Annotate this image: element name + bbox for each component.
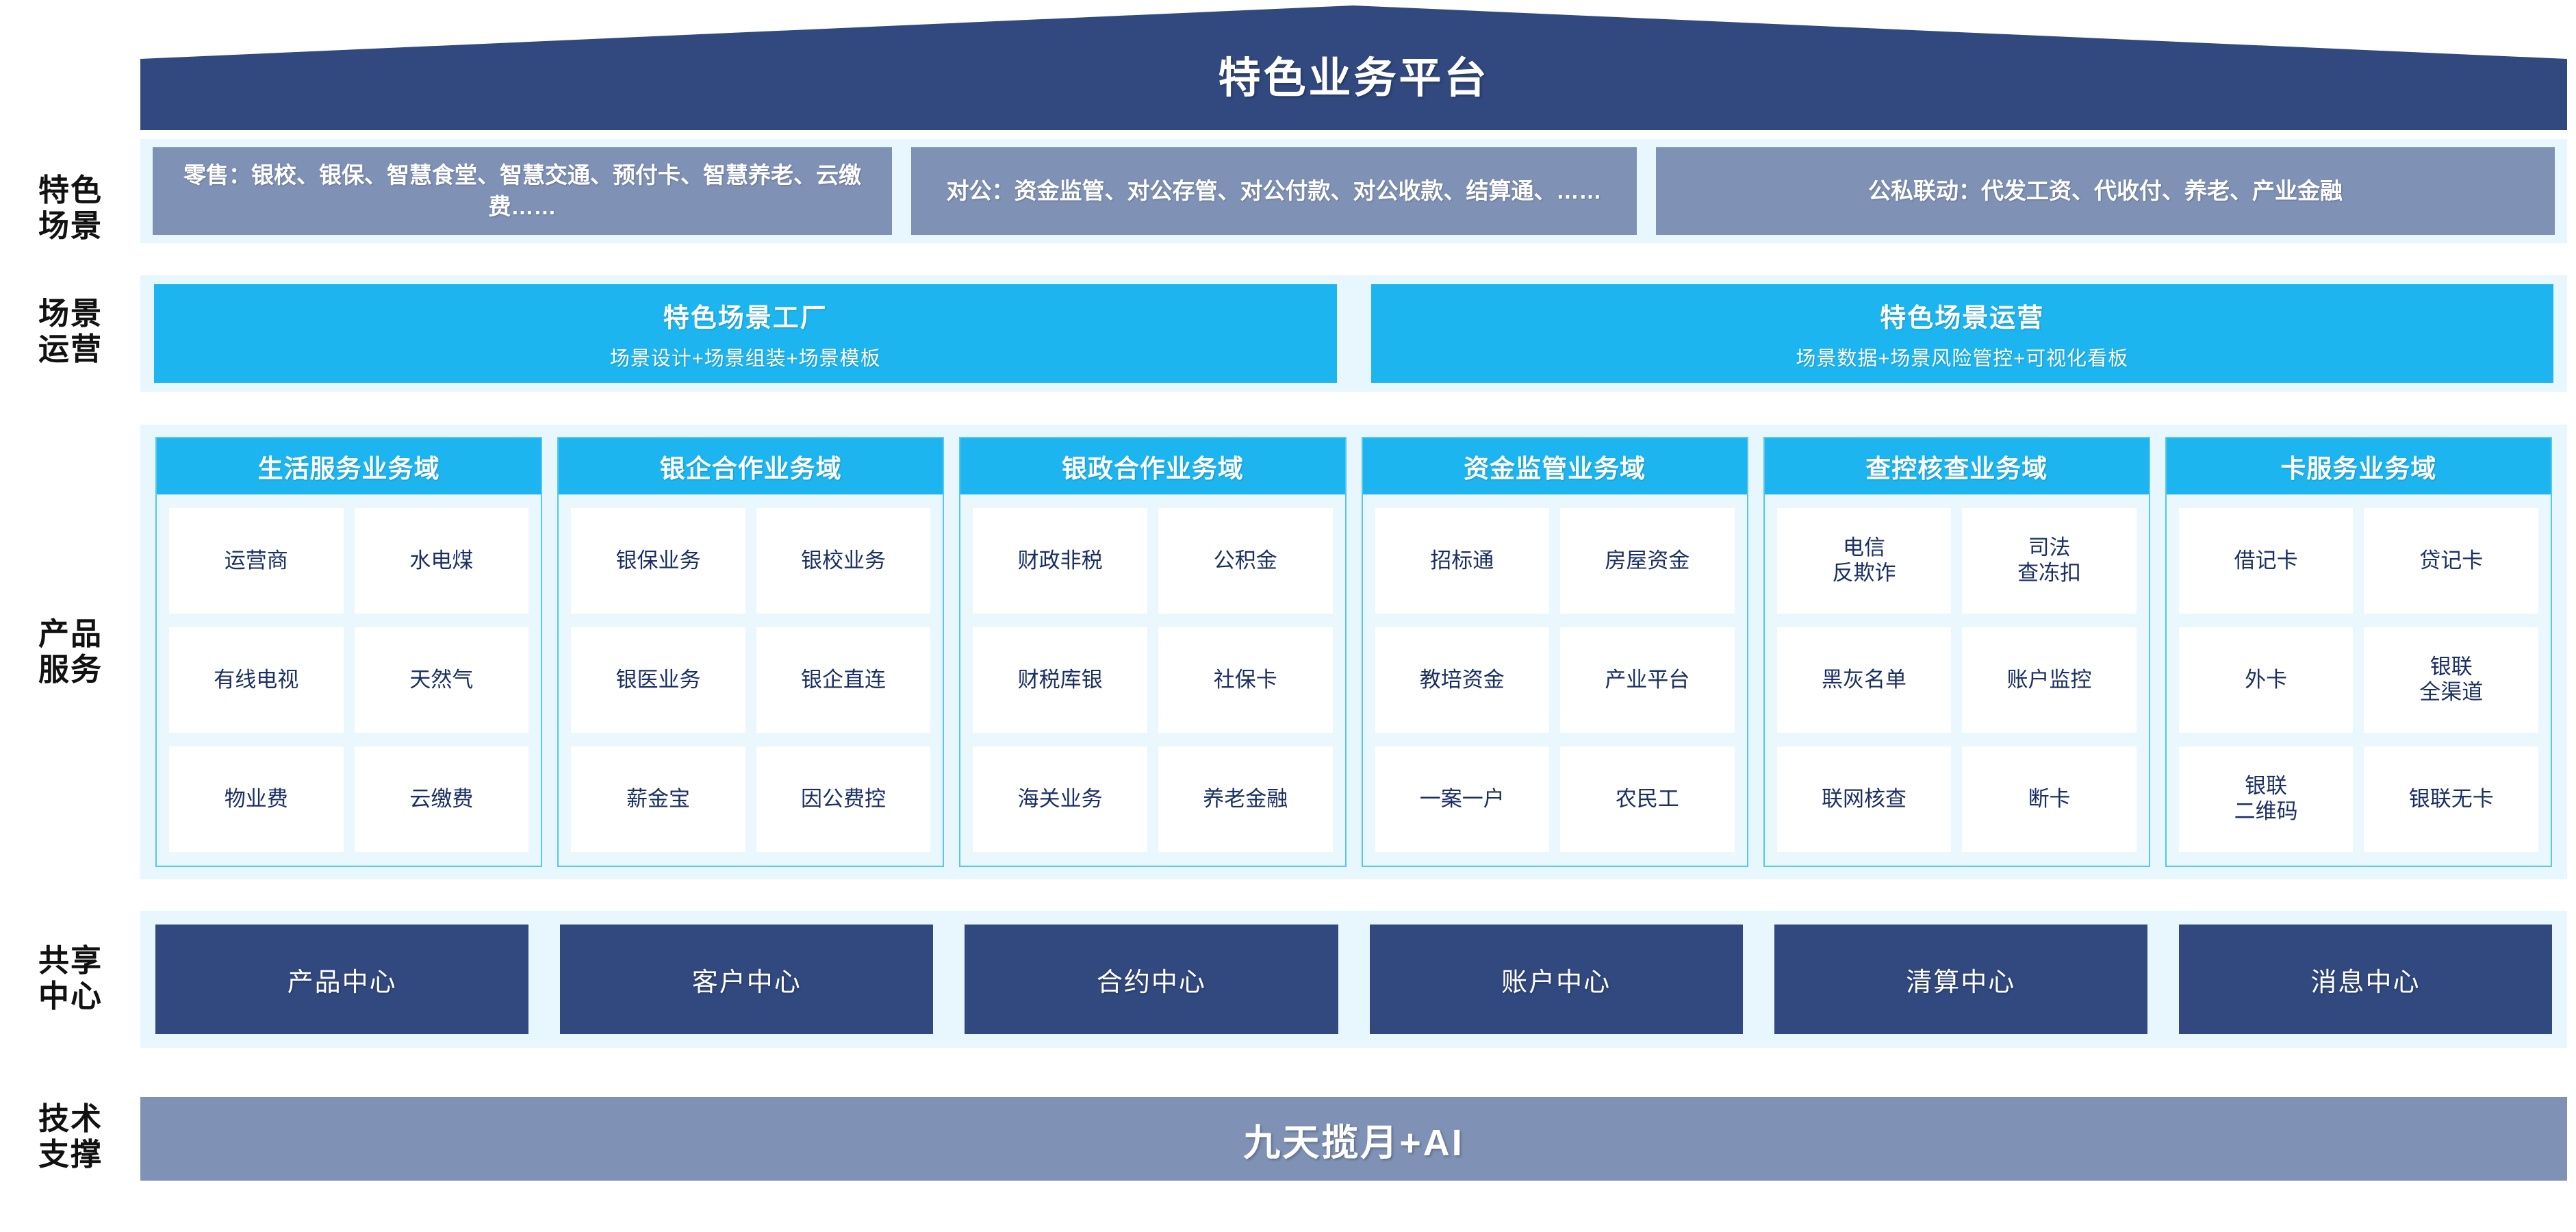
product-item[interactable]: 银企直连 xyxy=(756,627,931,733)
row-label-tech: 技术 支撑 xyxy=(38,1101,103,1172)
ops-subtitle: 场景数据+场景风险管控+可视化看板 xyxy=(1796,347,2129,370)
row-label-product: 产品 服务 xyxy=(38,616,103,688)
product-item-grid: 招标通房屋资金教培资金产业平台一案一户农民工 xyxy=(1363,494,1747,866)
product-item[interactable]: 天然气 xyxy=(354,627,529,733)
ops-box-scene-operation[interactable]: 特色场景运营 场景数据+场景风险管控+可视化看板 xyxy=(1370,284,2553,383)
row-label-shared: 共享 中心 xyxy=(38,943,103,1014)
product-band: 生活服务业务域运营商水电煤有线电视天然气物业费云缴费银企合作业务域银保业务银校业… xyxy=(140,425,2567,879)
product-item-grid: 财政非税公积金财税库银社保卡海关业务养老金融 xyxy=(960,494,1344,866)
product-item[interactable]: 借记卡 xyxy=(2178,508,2354,614)
product-domain-card[interactable]: 银企合作业务域银保业务银校业务银医业务银企直连薪金宝因公费控 xyxy=(557,437,945,867)
product-domain-title: 银企合作业务域 xyxy=(559,438,943,494)
product-item[interactable]: 断卡 xyxy=(1962,746,2137,852)
product-domain-card[interactable]: 卡服务业务域借记卡贷记卡外卡银联 全渠道银联 二维码银联无卡 xyxy=(2165,437,2553,867)
product-item[interactable]: 银保业务 xyxy=(571,508,745,614)
shared-center-box[interactable]: 清算中心 xyxy=(1774,925,2147,1034)
product-item[interactable]: 云缴费 xyxy=(354,746,529,852)
product-item[interactable]: 账户监控 xyxy=(1962,627,2137,733)
product-item[interactable]: 房屋资金 xyxy=(1560,508,1735,614)
product-item[interactable]: 运营商 xyxy=(169,508,344,614)
page-title: 特色业务平台 xyxy=(1218,55,1490,102)
scene-box-retail[interactable]: 零售：银校、银保、智慧食堂、智慧交通、预付卡、智慧养老、云缴费…… xyxy=(153,147,892,235)
product-item[interactable]: 黑灰名单 xyxy=(1776,627,1952,733)
product-item[interactable]: 教培资金 xyxy=(1375,627,1550,733)
product-item[interactable]: 招标通 xyxy=(1375,508,1550,614)
product-item[interactable]: 联网核查 xyxy=(1776,746,1952,852)
scene-box-public-private[interactable]: 公私联动：代发工资、代收付、养老、产业金融 xyxy=(1656,147,2555,235)
product-item[interactable]: 贷记卡 xyxy=(2364,508,2539,614)
product-item[interactable]: 有线电视 xyxy=(169,627,344,733)
shared-center-box[interactable]: 合约中心 xyxy=(965,925,1338,1034)
product-item[interactable]: 司法 查冻扣 xyxy=(1962,508,2137,614)
product-item[interactable]: 财税库银 xyxy=(973,627,1147,733)
product-item[interactable]: 薪金宝 xyxy=(571,746,745,852)
product-item[interactable]: 电信 反欺诈 xyxy=(1776,508,1952,614)
product-item[interactable]: 银校业务 xyxy=(756,508,931,614)
product-domain-title: 查控核查业务域 xyxy=(1764,438,2149,494)
tech-support-band: 九天揽月+AI xyxy=(140,1097,2567,1181)
ops-box-scene-factory[interactable]: 特色场景工厂 场景设计+场景组装+场景模板 xyxy=(154,284,1337,383)
product-item[interactable]: 因公费控 xyxy=(756,746,931,852)
product-item[interactable]: 一案一户 xyxy=(1375,746,1550,852)
product-item-grid: 电信 反欺诈司法 查冻扣黑灰名单账户监控联网核查断卡 xyxy=(1765,494,2149,866)
product-item-grid: 银保业务银校业务银医业务银企直连薪金宝因公费控 xyxy=(559,494,943,866)
product-item[interactable]: 公积金 xyxy=(1158,508,1333,614)
product-item[interactable]: 外卡 xyxy=(2178,627,2354,733)
product-domain-card[interactable]: 查控核查业务域电信 反欺诈司法 查冻扣黑灰名单账户监控联网核查断卡 xyxy=(1763,437,2150,867)
product-item-grid: 运营商水电煤有线电视天然气物业费云缴费 xyxy=(157,494,541,866)
product-item[interactable]: 海关业务 xyxy=(973,746,1147,852)
ops-title: 特色场景运营 xyxy=(1880,303,2045,333)
shared-center-box[interactable]: 客户中心 xyxy=(560,925,934,1034)
scene-box-corporate[interactable]: 对公：资金监管、对公存管、对公付款、对公收款、结算通、…… xyxy=(911,147,1637,235)
product-domain-card[interactable]: 银政合作业务域财政非税公积金财税库银社保卡海关业务养老金融 xyxy=(959,437,1347,867)
product-domain-title: 银政合作业务域 xyxy=(960,438,1345,494)
product-domain-title: 生活服务业务域 xyxy=(157,438,541,494)
tech-support-title: 九天揽月+AI xyxy=(1243,1122,1464,1164)
shared-center-band: 产品中心客户中心合约中心账户中心清算中心消息中心 xyxy=(140,911,2567,1048)
shared-center-box[interactable]: 账户中心 xyxy=(1369,925,1743,1034)
product-item[interactable]: 银医业务 xyxy=(571,627,745,733)
scene-band: 零售：银校、银保、智慧食堂、智慧交通、预付卡、智慧养老、云缴费…… 对公：资金监… xyxy=(140,139,2567,243)
product-item[interactable]: 银联 全渠道 xyxy=(2364,627,2539,733)
product-item[interactable]: 产业平台 xyxy=(1560,627,1735,733)
product-item[interactable]: 农民工 xyxy=(1560,746,1735,852)
product-domain-title: 资金监管业务域 xyxy=(1362,438,1747,494)
product-item-grid: 借记卡贷记卡外卡银联 全渠道银联 二维码银联无卡 xyxy=(2167,494,2551,866)
row-label-scene: 特色 场景 xyxy=(38,173,103,244)
product-item[interactable]: 物业费 xyxy=(169,746,344,852)
shared-center-box[interactable]: 消息中心 xyxy=(2178,925,2553,1034)
product-item[interactable]: 银联 二维码 xyxy=(2178,746,2354,852)
product-item[interactable]: 水电煤 xyxy=(354,508,529,614)
product-item[interactable]: 社保卡 xyxy=(1158,627,1333,733)
product-item[interactable]: 财政非税 xyxy=(973,508,1147,614)
product-domain-title: 卡服务业务域 xyxy=(2166,438,2551,494)
ops-title: 特色场景工厂 xyxy=(663,303,828,333)
platform-header-roof: 特色业务平台 xyxy=(140,5,2567,130)
ops-subtitle: 场景设计+场景组装+场景模板 xyxy=(609,347,881,370)
roof-shape xyxy=(140,5,2567,130)
product-item[interactable]: 银联无卡 xyxy=(2364,746,2539,852)
product-item[interactable]: 养老金融 xyxy=(1158,746,1333,852)
operation-band: 特色场景工厂 场景设计+场景组装+场景模板 特色场景运营 场景数据+场景风险管控… xyxy=(140,275,2567,392)
row-label-operation: 场景 运营 xyxy=(38,296,103,367)
product-domain-card[interactable]: 生活服务业务域运营商水电煤有线电视天然气物业费云缴费 xyxy=(155,437,543,867)
product-domain-card[interactable]: 资金监管业务域招标通房屋资金教培资金产业平台一案一户农民工 xyxy=(1361,437,1748,867)
shared-center-box[interactable]: 产品中心 xyxy=(155,925,529,1034)
